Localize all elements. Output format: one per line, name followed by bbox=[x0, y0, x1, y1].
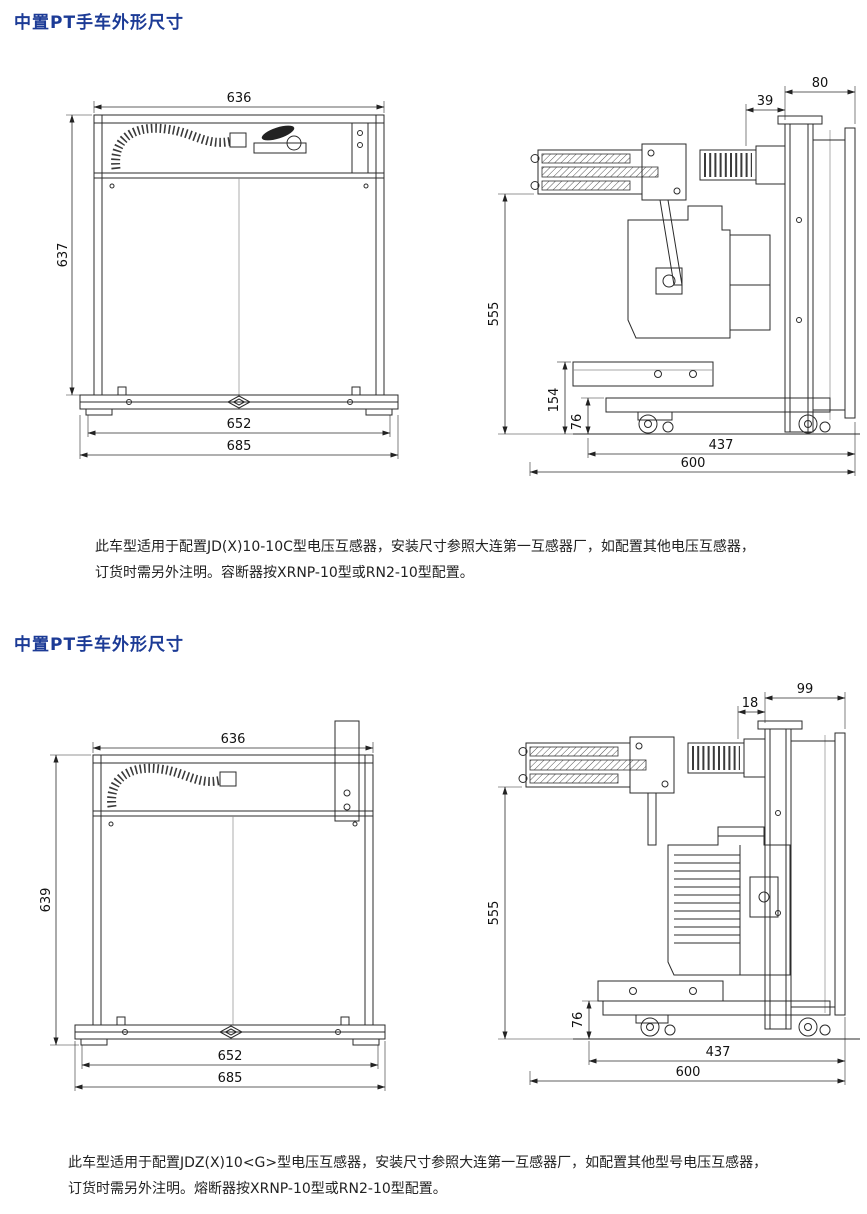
contact-arm-lower bbox=[529, 773, 619, 784]
front-panel bbox=[764, 728, 792, 1030]
cart-side-outline-2 bbox=[518, 720, 860, 1040]
note-1-line-1: 此车型适用于配置JD(X)10-10C型电压互感器，安装尺寸参照大连第一互感器厂… bbox=[95, 539, 755, 555]
note-1-line-2: 订货时需另外注明。容断器按XRNP-10型或RN2-10型配置。 bbox=[95, 565, 474, 581]
dim-label-height: 639 bbox=[39, 888, 54, 913]
voltage-transformer-body bbox=[667, 826, 791, 976]
dim-label-base-outer: 685 bbox=[218, 1071, 243, 1086]
dim-label-depth-inner: 437 bbox=[706, 1045, 731, 1060]
contact-arm-lower bbox=[541, 180, 631, 191]
note-paragraph-2: 此车型适用于配置JDZ(X)10<G>型电压互感器，安装尺寸参照大连第一互感器厂… bbox=[68, 1150, 808, 1202]
dimensions-front-2: 636 639 652 685 bbox=[39, 732, 386, 1091]
voltage-transformer-body bbox=[627, 205, 731, 339]
note-2-line-1: 此车型适用于配置JDZ(X)10<G>型电压互感器，安装尺寸参照大连第一互感器厂… bbox=[68, 1155, 768, 1171]
cabinet-front-outline-2 bbox=[74, 720, 386, 1046]
front-view-drawing-1: 636 637 652 685 bbox=[56, 91, 399, 459]
dim-label-base-inner: 652 bbox=[227, 417, 252, 432]
dim-label-base-outer: 685 bbox=[227, 439, 252, 454]
dim-label-beam-height: 76 bbox=[571, 1012, 586, 1029]
contact-arm-upper bbox=[529, 746, 619, 757]
dim-label-side-height: 555 bbox=[487, 901, 502, 926]
dim-label-top-offset: 99 bbox=[797, 682, 814, 697]
dim-label-side-height: 555 bbox=[487, 302, 502, 327]
dim-label-base-inner: 652 bbox=[218, 1049, 243, 1064]
dimensions-front-1: 636 637 652 685 bbox=[56, 91, 399, 459]
wheel-left bbox=[640, 1017, 660, 1037]
dim-label-top-offset2: 18 bbox=[742, 696, 759, 711]
side-view-drawing-2: 99 18 555 76 437 600 bbox=[487, 682, 860, 1085]
cabinet-front-outline-1 bbox=[79, 114, 399, 416]
dim-label-top-offset: 80 bbox=[812, 76, 829, 91]
dim-label-width: 636 bbox=[227, 91, 252, 106]
note-2-line-2: 订货时需另外注明。熔断器按XRNP-10型或RN2-10型配置。 bbox=[68, 1181, 447, 1197]
side-view-drawing-1: 80 39 555 154 76 437 600 bbox=[487, 76, 860, 476]
dim-label-bracket-height: 154 bbox=[547, 388, 562, 413]
section-title-1: 中置PT手车外形尺寸 bbox=[14, 13, 185, 33]
dimensions-side-1: 80 39 555 154 76 437 600 bbox=[487, 76, 856, 476]
dim-label-top-offset2: 39 bbox=[757, 94, 774, 109]
front-view-drawing-2: 636 639 652 685 bbox=[39, 720, 386, 1091]
cart-side-outline-1 bbox=[530, 115, 860, 435]
dim-label-beam-height: 76 bbox=[570, 414, 585, 431]
section-title-2: 中置PT手车外形尺寸 bbox=[14, 635, 185, 655]
wheel-left bbox=[638, 414, 658, 434]
dim-label-height: 637 bbox=[56, 243, 71, 268]
dim-label-width: 636 bbox=[221, 732, 246, 747]
front-panel bbox=[784, 123, 814, 433]
latch-lever bbox=[261, 125, 295, 141]
wheel-right bbox=[798, 414, 818, 434]
dim-label-depth-outer: 600 bbox=[676, 1065, 701, 1080]
dim-label-depth-outer: 600 bbox=[681, 456, 706, 471]
dimensions-side-2: 99 18 555 76 437 600 bbox=[487, 682, 846, 1085]
dim-label-depth-inner: 437 bbox=[709, 438, 734, 453]
contact-arm-upper bbox=[541, 153, 631, 164]
flexible-conduit bbox=[107, 763, 224, 808]
flexible-conduit bbox=[111, 123, 234, 170]
note-paragraph-1: 此车型适用于配置JD(X)10-10C型电压互感器，安装尺寸参照大连第一互感器厂… bbox=[95, 534, 805, 586]
wheel-right bbox=[798, 1017, 818, 1037]
base-emblem bbox=[226, 395, 252, 409]
base-emblem bbox=[218, 1025, 244, 1039]
